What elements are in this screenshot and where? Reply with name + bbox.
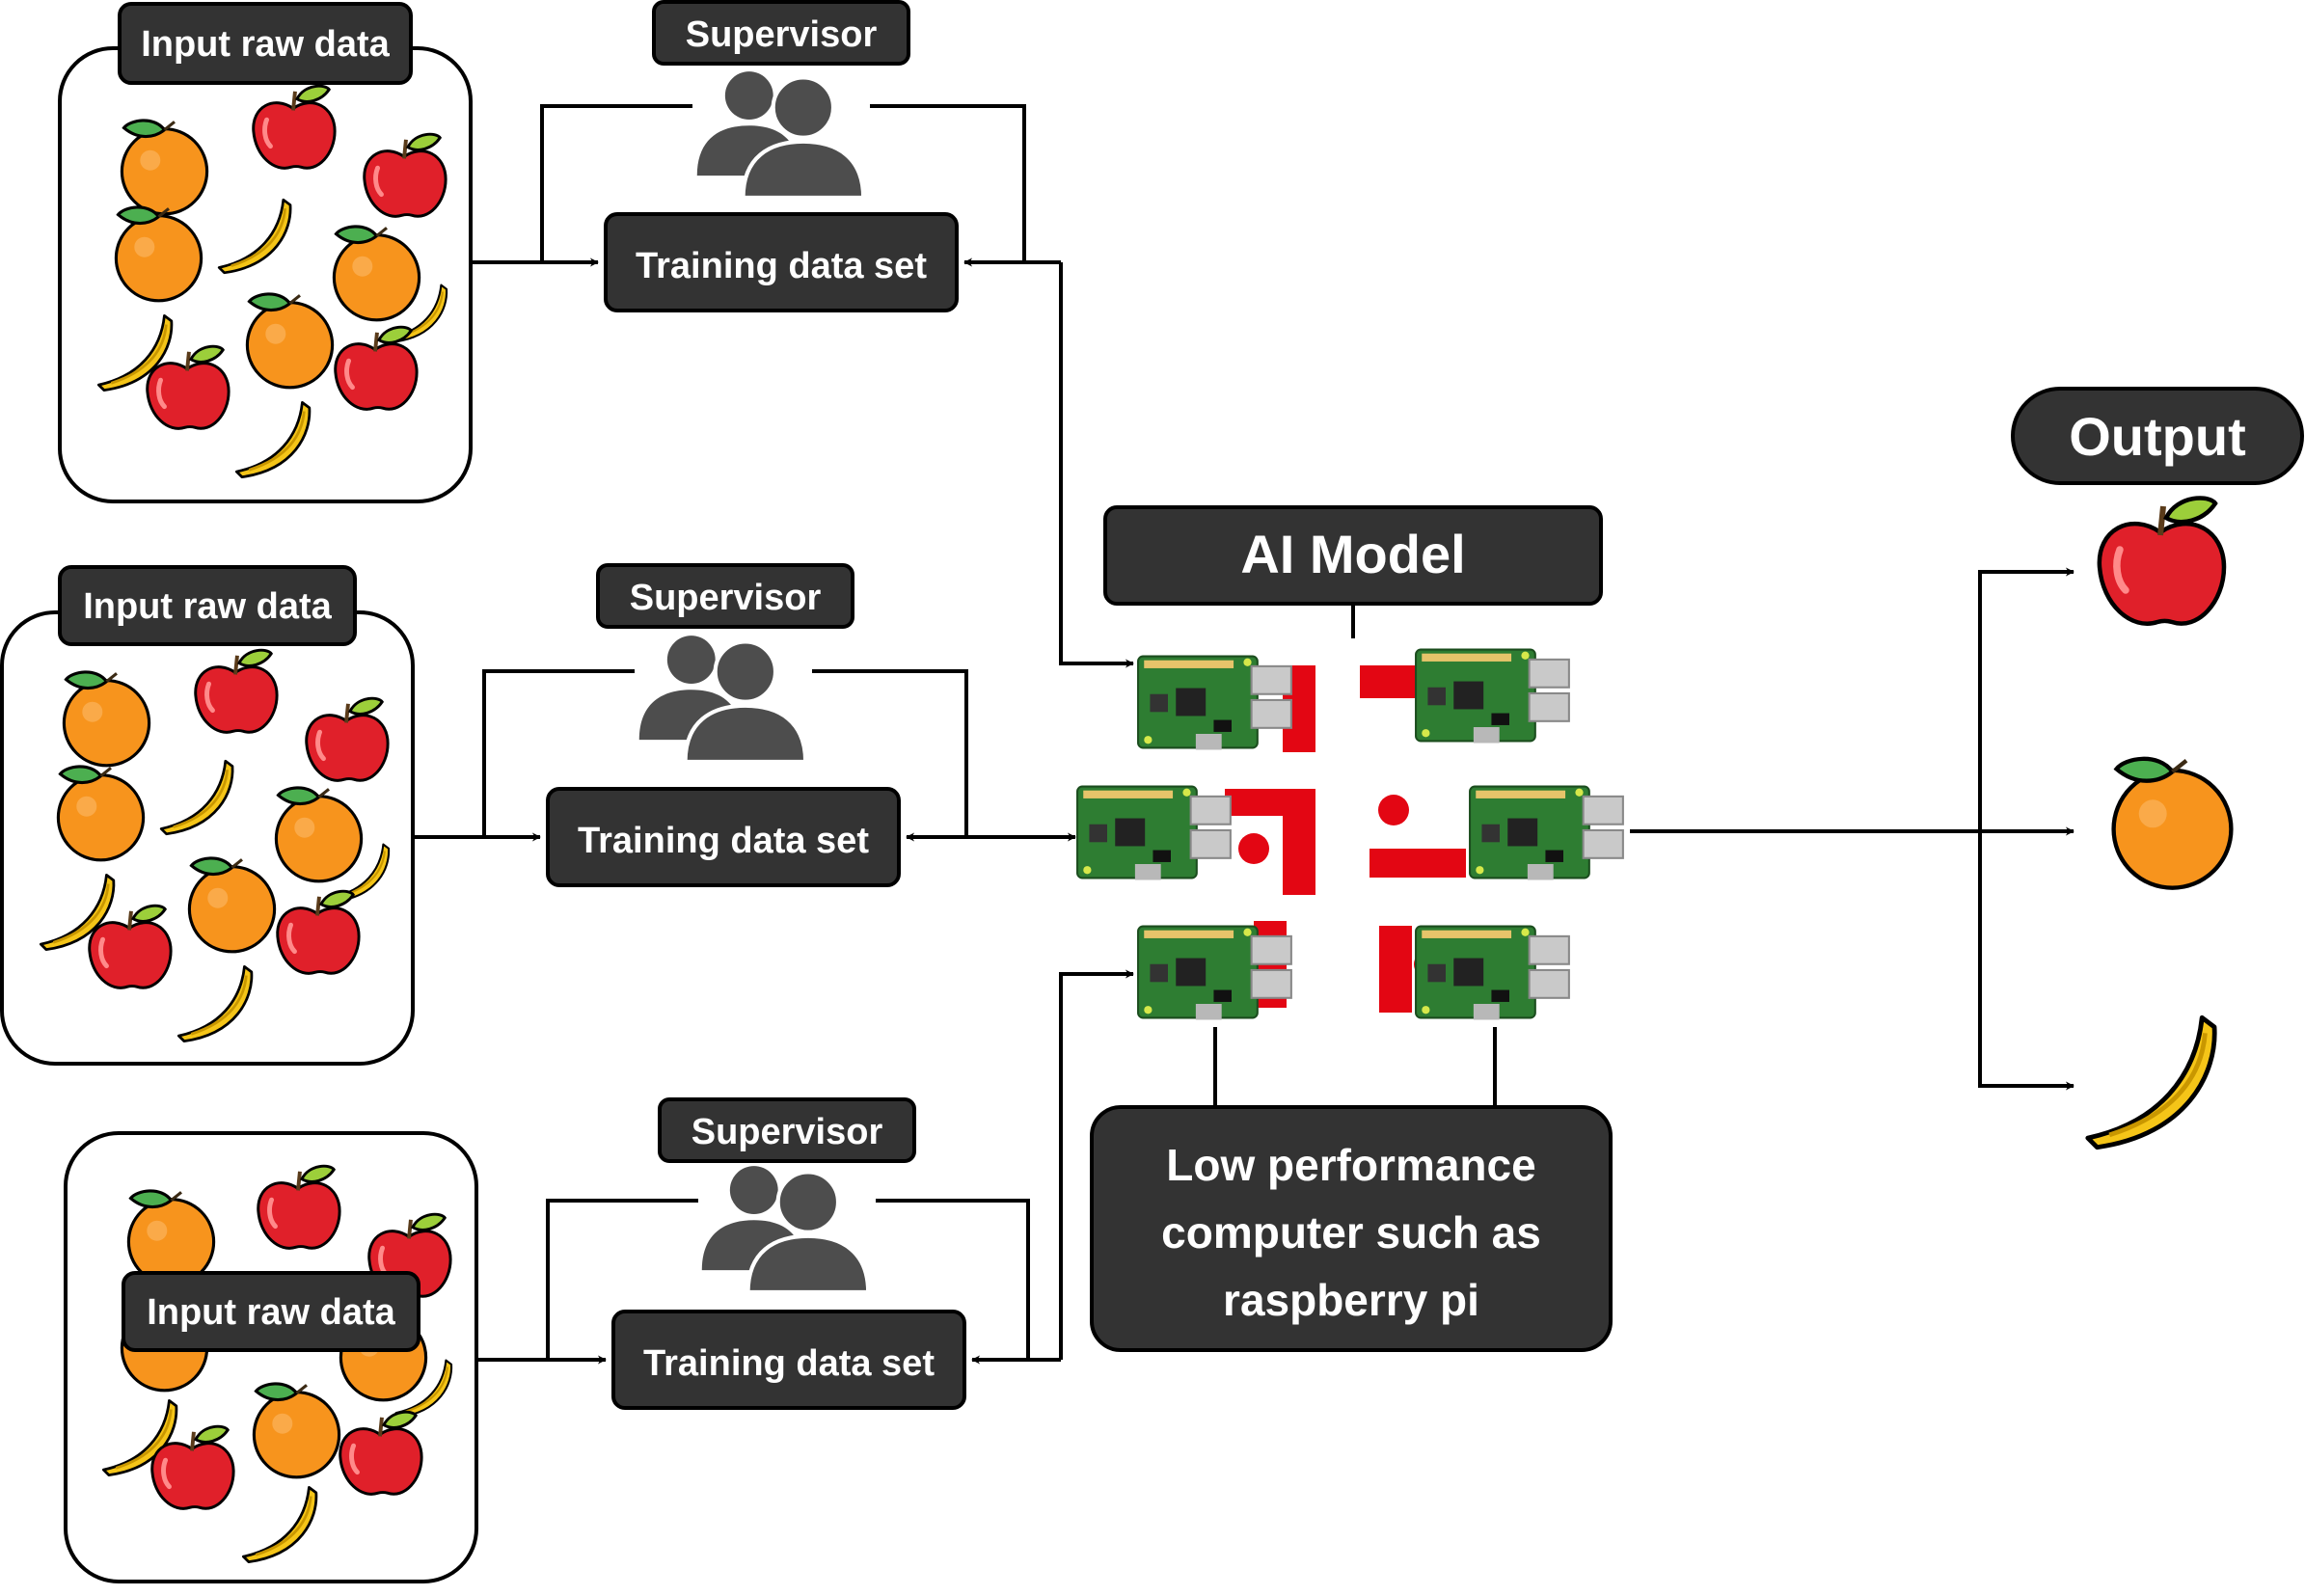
hardware-note-line: Low performance bbox=[1166, 1140, 1535, 1190]
output: Output bbox=[1978, 387, 2304, 1148]
supervisor-people-icon bbox=[639, 636, 805, 762]
pipeline-1: Input raw data Supervisor Training data … bbox=[58, 0, 1134, 668]
supervisor-label-text: Supervisor bbox=[630, 578, 822, 618]
hardware-note-line: raspberry pi bbox=[1223, 1275, 1479, 1325]
connectors bbox=[413, 669, 1076, 842]
input-label-text: Input raw data bbox=[141, 24, 390, 65]
supervisor-label: Supervisor bbox=[596, 563, 854, 629]
ai-model-title-text: AI Model bbox=[1240, 524, 1465, 584]
connectors bbox=[471, 104, 1134, 668]
connectors bbox=[476, 969, 1134, 1365]
input-label-text: Input raw data bbox=[147, 1292, 395, 1333]
hardware-note-line: computer such as bbox=[1161, 1207, 1541, 1258]
pipeline-3: Input raw data Supervisor Training data … bbox=[64, 969, 1134, 1583]
input-label-text: Input raw data bbox=[83, 586, 332, 627]
training-label-text: Training data set bbox=[643, 1343, 935, 1384]
training-set-box: Training data set bbox=[546, 787, 901, 887]
supervisor-label-text: Supervisor bbox=[692, 1112, 883, 1152]
output-branches bbox=[1978, 567, 2074, 1091]
banana-icon bbox=[2088, 1017, 2214, 1147]
pipeline-2: Input raw data Supervisor Training data … bbox=[0, 563, 1076, 1066]
apple-icon bbox=[2100, 498, 2224, 623]
output-title-text: Output bbox=[2069, 406, 2245, 467]
raspberry-pi-board bbox=[1415, 648, 1570, 744]
raspberry-pi-board bbox=[1415, 925, 1570, 1021]
raspberry-pi-board bbox=[1076, 785, 1232, 881]
training-set-box: Training data set bbox=[611, 1310, 966, 1410]
supervisor-people-icon bbox=[702, 1166, 868, 1292]
supervisor-label: Supervisor bbox=[658, 1097, 916, 1163]
raspberry-pi-board bbox=[1137, 655, 1292, 751]
input-label: Input raw data bbox=[122, 1271, 420, 1352]
training-label-text: Training data set bbox=[578, 821, 869, 861]
input-label: Input raw data bbox=[118, 2, 413, 85]
output-title: Output bbox=[2011, 387, 2304, 485]
input-label: Input raw data bbox=[58, 565, 357, 646]
raspberry-pi-cluster bbox=[1076, 648, 1624, 1021]
raspberry-pi-board bbox=[1469, 785, 1624, 881]
supervisor-label: Supervisor bbox=[652, 0, 910, 66]
ai-model: AI Model Low performance bbox=[1076, 505, 2074, 1352]
ai-model-title: AI Model bbox=[1103, 505, 1603, 606]
training-set-box: Training data set bbox=[604, 212, 959, 312]
orange-icon bbox=[2114, 759, 2232, 888]
supervisor-people-icon bbox=[697, 71, 863, 198]
supervisor-label-text: Supervisor bbox=[686, 14, 878, 55]
hardware-note: Low performance computer such as raspber… bbox=[1090, 1105, 1613, 1352]
training-label-text: Training data set bbox=[636, 246, 927, 286]
